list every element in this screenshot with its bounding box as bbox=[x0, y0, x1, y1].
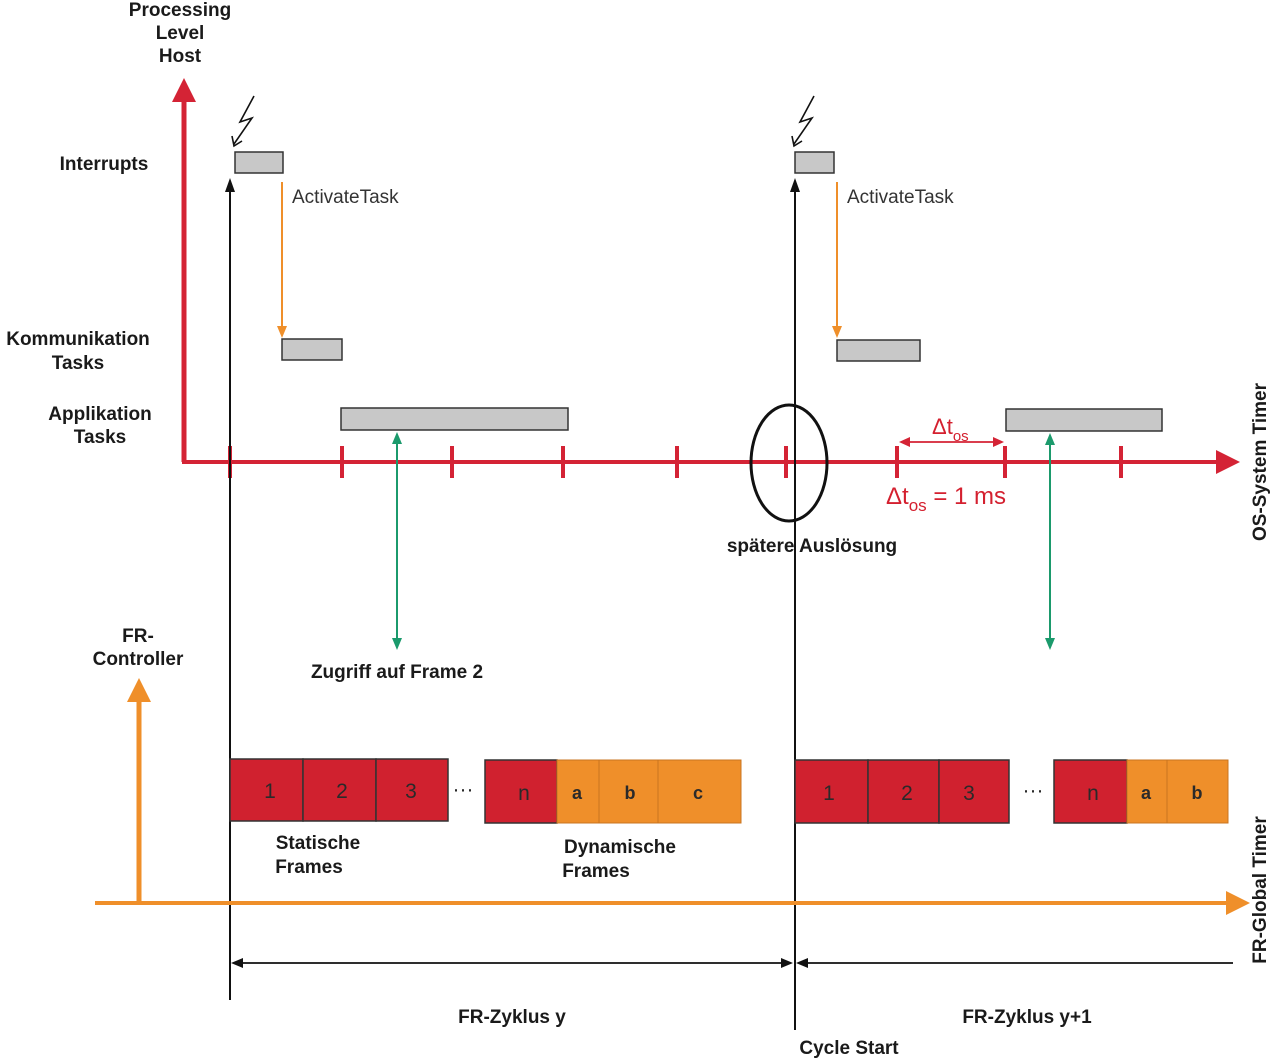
fr-controller-label-line1: FR- bbox=[122, 626, 154, 647]
static-frame-3-label: 3 bbox=[963, 782, 975, 805]
frames-cycle-y: 1 2 3 ··· n a b c bbox=[229, 758, 742, 824]
static-frame-2 bbox=[302, 758, 377, 822]
fr-global-timer-label: FR-Global Timer bbox=[1250, 816, 1271, 964]
dynamic-frame-c-label: c bbox=[693, 783, 703, 803]
static-frame-1-label: 1 bbox=[823, 782, 835, 805]
zugriff-label: Zugriff auf Frame 2 bbox=[311, 662, 483, 683]
static-frame-n bbox=[1053, 759, 1128, 824]
host-processing-axis bbox=[172, 78, 196, 462]
dynamic-frame-a-label: a bbox=[1141, 783, 1152, 803]
host-axis-label: Processing Level Host bbox=[129, 0, 231, 67]
static-frame-3-label: 3 bbox=[405, 780, 417, 803]
static-frame-3 bbox=[938, 759, 1010, 824]
cycle-y1-label: FR-Zyklus y+1 bbox=[962, 1007, 1092, 1028]
frame-access-arrow-1 bbox=[392, 432, 402, 650]
static-frame-2-label: 2 bbox=[901, 782, 913, 805]
dynamic-frame-a bbox=[1126, 759, 1168, 824]
host-axis-label-line2: Level bbox=[156, 23, 205, 44]
frame-access-arrow-2 bbox=[1045, 433, 1055, 650]
cycle-start-label: Cycle Start bbox=[799, 1038, 899, 1059]
static-frame-2-label: 2 bbox=[336, 780, 348, 803]
level-interrupts-label: Interrupts bbox=[60, 154, 149, 175]
dynamic-frame-b bbox=[1166, 759, 1229, 824]
os-timer-arrowhead bbox=[1216, 450, 1240, 474]
static-frame-1-label: 1 bbox=[264, 780, 276, 803]
activate-task-label-1: ActivateTask bbox=[292, 187, 399, 208]
static-frame-2 bbox=[867, 759, 940, 824]
dynamic-frame-b-label: b bbox=[1192, 783, 1203, 803]
applikation-box-1 bbox=[340, 407, 569, 431]
cycle-y-label: FR-Zyklus y bbox=[458, 1007, 566, 1028]
frames-ellipsis-1: ··· bbox=[453, 778, 474, 801]
kommunikation-box-2 bbox=[836, 339, 921, 362]
activate-task-arrow-1 bbox=[277, 182, 287, 338]
level-kommunikation-label-line1: Kommunikation bbox=[6, 329, 150, 350]
statische-frames-label-line2: Frames bbox=[275, 857, 343, 878]
delayed-trigger-ellipse bbox=[749, 403, 829, 523]
kommunikation-box-1 bbox=[281, 338, 343, 361]
fr-controller-axis bbox=[127, 678, 151, 903]
static-frame-1 bbox=[794, 759, 869, 824]
dynamic-frame-c bbox=[657, 759, 742, 824]
fr-controller-label-line2: Controller bbox=[93, 649, 184, 670]
dynamische-frames-label-line1: Dynamische bbox=[564, 837, 676, 858]
static-frame-n-label: n bbox=[518, 782, 530, 805]
level-kommunikation-label-line2: Tasks bbox=[52, 353, 104, 374]
interrupt-lightning-icon-2 bbox=[791, 95, 815, 148]
spaetere-ausloesung-label: spätere Auslösung bbox=[727, 536, 897, 557]
fr-global-timer-arrowhead bbox=[1226, 891, 1250, 915]
dynamic-frame-a-label: a bbox=[572, 783, 583, 803]
host-axis-arrowhead bbox=[172, 78, 196, 102]
statische-frames-label-line1: Statische bbox=[276, 833, 360, 854]
frames-cycle-y1: 1 2 3 ··· n a b bbox=[794, 759, 1229, 824]
fr-controller-arrowhead bbox=[127, 678, 151, 702]
static-frame-3 bbox=[375, 758, 449, 822]
level-applikation-label-line2: Tasks bbox=[74, 427, 126, 448]
delta-tos-top-label: Δtos bbox=[932, 414, 969, 445]
cycle-line-1 bbox=[225, 178, 235, 1000]
host-axis-label-line3: Host bbox=[159, 46, 202, 67]
interrupt-box-2 bbox=[794, 151, 835, 174]
dynamic-frame-b-label: b bbox=[625, 783, 636, 803]
static-frame-n-label: n bbox=[1087, 782, 1099, 805]
level-applikation-label-line1: Applikation bbox=[48, 404, 151, 425]
dynamic-frame-a bbox=[556, 759, 600, 824]
static-frame-n bbox=[484, 759, 558, 824]
activate-task-arrow-2 bbox=[832, 182, 842, 338]
cycle-y1-span-arrow bbox=[796, 958, 1233, 968]
delta-tos-arrow bbox=[899, 437, 1004, 447]
interrupt-box-1 bbox=[234, 151, 284, 174]
interrupt-lightning-icon-1 bbox=[231, 95, 255, 148]
applikation-box-2 bbox=[1005, 408, 1163, 432]
cycle-line-2 bbox=[790, 178, 800, 1030]
host-axis-label-line1: Processing bbox=[129, 0, 231, 21]
os-timer-label: OS-System Timer bbox=[1250, 382, 1271, 541]
fr-global-timer-axis bbox=[95, 891, 1250, 915]
os-timer-axis bbox=[182, 450, 1240, 474]
frames-ellipsis-2: ··· bbox=[1023, 779, 1044, 802]
activate-task-label-2: ActivateTask bbox=[847, 187, 954, 208]
delta-tos-equation: Δtos = 1 ms bbox=[886, 483, 1006, 515]
cycle-y-span-arrow bbox=[231, 958, 793, 968]
dynamische-frames-label-line2: Frames bbox=[562, 861, 630, 882]
